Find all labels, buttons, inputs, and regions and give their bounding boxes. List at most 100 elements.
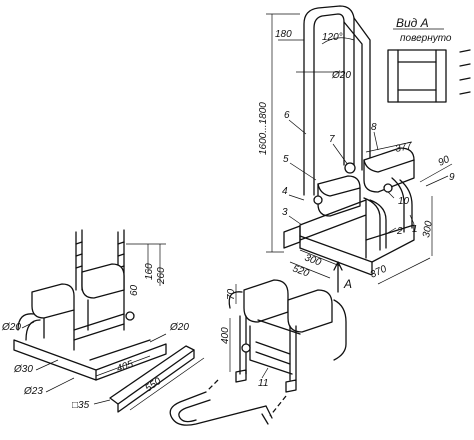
knee-pad-left-edge [317, 183, 361, 197]
mid-knob [241, 343, 251, 353]
middle-exploded-assembly: 70 400 11 [169, 279, 347, 426]
view-a-hatching [459, 49, 471, 95]
detached-beam-side [117, 349, 195, 413]
left-pad-1 [31, 283, 75, 319]
part-5-label: 5 [283, 154, 289, 165]
part-5-leader [289, 162, 317, 181]
dia-20-label: Ø20 [331, 70, 351, 81]
dim-60-label: 60 [129, 284, 140, 296]
left-base-inner [89, 339, 151, 361]
part-9-leader [425, 175, 449, 187]
foot-left-front [283, 225, 301, 249]
part-11-leader [261, 367, 269, 379]
part-4-leader [288, 194, 305, 201]
part-9-label: 9 [449, 172, 455, 183]
dim-300-vertical-label: 300 [421, 220, 435, 239]
part-11-label: 11 [258, 378, 268, 389]
height-range-label: 1600...1800 [258, 102, 269, 155]
left-pad-2 [81, 263, 125, 299]
left-knob [125, 311, 135, 321]
right-dia-20-label: Ø20 [169, 322, 189, 333]
dim-180-label: 180 [275, 29, 292, 40]
dim-377-label: 377 [394, 141, 413, 155]
view-a-plate [387, 49, 447, 103]
dim-160-label: 160 [144, 263, 155, 280]
dim-550-line [129, 357, 205, 411]
base-rail-front [299, 235, 373, 276]
dia-30-leader [35, 359, 59, 371]
handle-outer [303, 5, 355, 196]
u-bar-ends [261, 405, 273, 425]
dia-30-label: Ø30 [13, 364, 33, 375]
dim-520-label: 520 [291, 263, 311, 279]
mid-frame [249, 319, 301, 375]
left-base-right [95, 343, 167, 381]
part-1-label: 1 [412, 224, 418, 235]
mid-feet [235, 369, 297, 393]
left-exploded-assembly: 160 260 60 Ø20 Ø30 Ø23 □35 405 550 Ø20 [1, 229, 205, 413]
dim-520-line [289, 261, 331, 279]
square-35-label: □35 [72, 400, 90, 411]
view-a-title: Вид А [396, 16, 429, 30]
dim-260-label: 260 [156, 267, 167, 285]
part-7-leader [332, 143, 349, 166]
left-dia-20-label: Ø20 [1, 322, 21, 333]
dim-70-label: 70 [226, 288, 237, 300]
mid-side-hoop-left [228, 291, 243, 309]
handle-back-inner [343, 21, 363, 171]
left-side-hoop [17, 313, 41, 341]
view-a-subtitle: повернуто [400, 33, 452, 44]
handle-inner [313, 13, 345, 196]
knob-4 [313, 195, 323, 205]
part-4-label: 4 [282, 186, 288, 197]
u-bar-link-right [269, 395, 287, 417]
left-dia-20-leader [21, 321, 35, 329]
part-7-label: 7 [329, 134, 335, 145]
dim-377-line [365, 141, 413, 153]
dia-23-leader [45, 377, 75, 393]
seat-pad-right-edge [363, 159, 415, 173]
mid-side-hoop-right [333, 299, 347, 361]
dia-23-label: Ø23 [23, 386, 43, 397]
mid-post-right [289, 325, 297, 381]
part-8-leader [373, 131, 379, 151]
dim-405-line [95, 355, 151, 377]
part-10-leader [387, 191, 395, 199]
square-35-leader [93, 399, 111, 405]
base-rail-right [365, 224, 415, 263]
angle-label: 120° [322, 32, 343, 43]
main-assembly: 1600...1800 180 120° Ø20 6 7 8 5 4 3 [258, 5, 455, 293]
left-frame-cross [73, 313, 125, 341]
post-holes [75, 241, 125, 269]
mid-pad-left [243, 279, 289, 323]
dim-400-label: 400 [220, 327, 231, 344]
dim-90-line [419, 163, 453, 183]
rear-support-bar [363, 197, 387, 251]
right-dia-20-leader [149, 333, 167, 343]
knob-10 [383, 183, 393, 193]
part-3-label: 3 [282, 207, 288, 218]
mid-frame-bars [255, 341, 291, 365]
u-bar [169, 391, 267, 426]
frame-upper [299, 199, 367, 259]
dim-300-line [299, 249, 341, 267]
angle-arc [321, 37, 355, 45]
handle-back-outer [353, 17, 371, 179]
detached-beam [109, 345, 195, 405]
part-6-leader [288, 119, 307, 135]
view-a-arrow-head [333, 261, 343, 271]
part-8-label: 8 [371, 122, 377, 133]
u-bar-link-left [207, 379, 219, 391]
view-a-inset: Вид А повернуто [387, 16, 471, 103]
dim-90-label: 90 [437, 154, 452, 169]
knob-7 [344, 162, 356, 174]
mid-pad-right [287, 289, 333, 333]
part-2-label: 2 [396, 226, 403, 237]
left-post-1 [75, 229, 83, 291]
view-a-arrow-letter: А [343, 277, 352, 291]
part-6-label: 6 [284, 110, 290, 121]
dim-370-line [377, 257, 431, 285]
part-3-leader [288, 215, 303, 226]
